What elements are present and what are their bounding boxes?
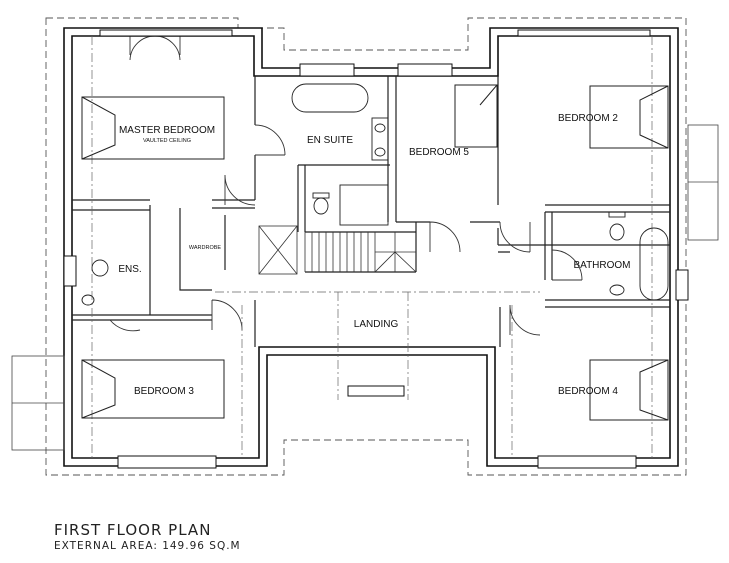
- door-swings: [109, 35, 583, 336]
- projections: [11, 124, 719, 451]
- label-bedroom-2: BEDROOM 2: [558, 113, 618, 124]
- windows: [63, 29, 689, 469]
- plan-external-area: EXTERNAL AREA: 149.96 SQ.M: [54, 540, 241, 552]
- label-vaulted-ceiling: VAULTED CEILING: [143, 138, 191, 144]
- fixtures: [81, 83, 669, 306]
- label-bedroom-5: BEDROOM 5: [409, 147, 469, 158]
- staircase: [258, 225, 417, 275]
- roof-outline: [45, 17, 687, 476]
- label-master-bedroom: MASTER BEDROOM: [119, 125, 215, 136]
- label-bedroom-4: BEDROOM 4: [558, 386, 618, 397]
- label-ens: ENS.: [118, 264, 141, 275]
- label-en-suite: EN SUITE: [307, 135, 353, 146]
- label-bedroom-3: BEDROOM 3: [134, 386, 194, 397]
- label-wardrobe: WARDROBE: [189, 245, 222, 251]
- external-walls: [63, 27, 679, 467]
- beds: [81, 84, 669, 421]
- ceiling-lines: [91, 36, 653, 458]
- label-landing: LANDING: [354, 319, 399, 330]
- label-bathroom: BATHROOM: [573, 260, 630, 271]
- plan-title: FIRST FLOOR PLAN: [54, 521, 212, 539]
